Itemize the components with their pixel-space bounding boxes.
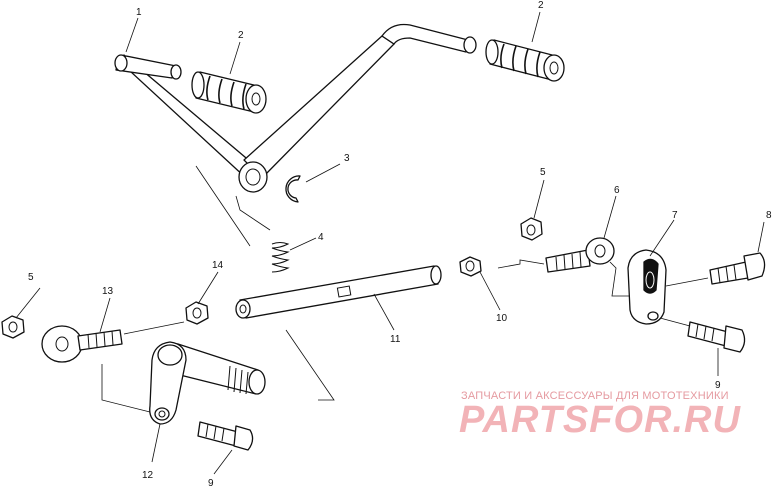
callout-10: 10: [496, 313, 508, 324]
nut-left: [1, 315, 25, 339]
callout-4: 4: [318, 232, 324, 243]
shift-lever-splined: [149, 341, 266, 425]
callout-7: 7: [672, 210, 678, 221]
rod-end-left: [41, 325, 123, 363]
shift-rod: [235, 265, 442, 319]
callout-5-right: 5: [540, 167, 546, 178]
callout-labels: 1 2 2 3 4 5 6 7 8 5 13 14 10 11 9 12 9: [28, 0, 772, 487]
callout-2-right: 2: [538, 0, 544, 11]
nut-rod: [459, 256, 482, 277]
callout-12: 12: [142, 470, 154, 481]
watermark-logo: PARTSFOR.RU: [459, 399, 741, 441]
watermark-tagline: ЗАПЧАСТИ И АКСЕССУАРЫ ДЛЯ МОТОТЕХНИКИ: [461, 390, 729, 402]
leader-lines: [15, 11, 765, 475]
callout-9-bottom: 9: [208, 478, 214, 487]
callout-2-left: 2: [238, 30, 244, 41]
spring: [271, 242, 290, 273]
callout-11: 11: [390, 334, 401, 345]
footrest-bracket: [114, 23, 477, 193]
footpeg-rubber-left: [191, 71, 267, 114]
callout-9-right: 9: [715, 380, 721, 391]
callout-14: 14: [212, 260, 224, 271]
callout-1: 1: [136, 7, 142, 18]
rod-end-right: [545, 237, 615, 273]
circlip: [285, 175, 301, 203]
bolt-bottom: [197, 421, 254, 451]
shift-arm-clamp: [627, 249, 667, 325]
footpeg-rubber-right: [485, 39, 565, 82]
callout-8: 8: [766, 210, 772, 221]
bolt-middle-right: [687, 321, 746, 353]
callout-13: 13: [102, 286, 114, 297]
nut-center-left: [185, 301, 209, 325]
section-divider-lines: [195, 165, 335, 401]
callout-5-left: 5: [28, 272, 34, 283]
callout-3: 3: [344, 153, 350, 164]
callout-6: 6: [614, 185, 620, 196]
nut-right: [520, 217, 543, 241]
bolt-upper-right: [709, 252, 766, 285]
